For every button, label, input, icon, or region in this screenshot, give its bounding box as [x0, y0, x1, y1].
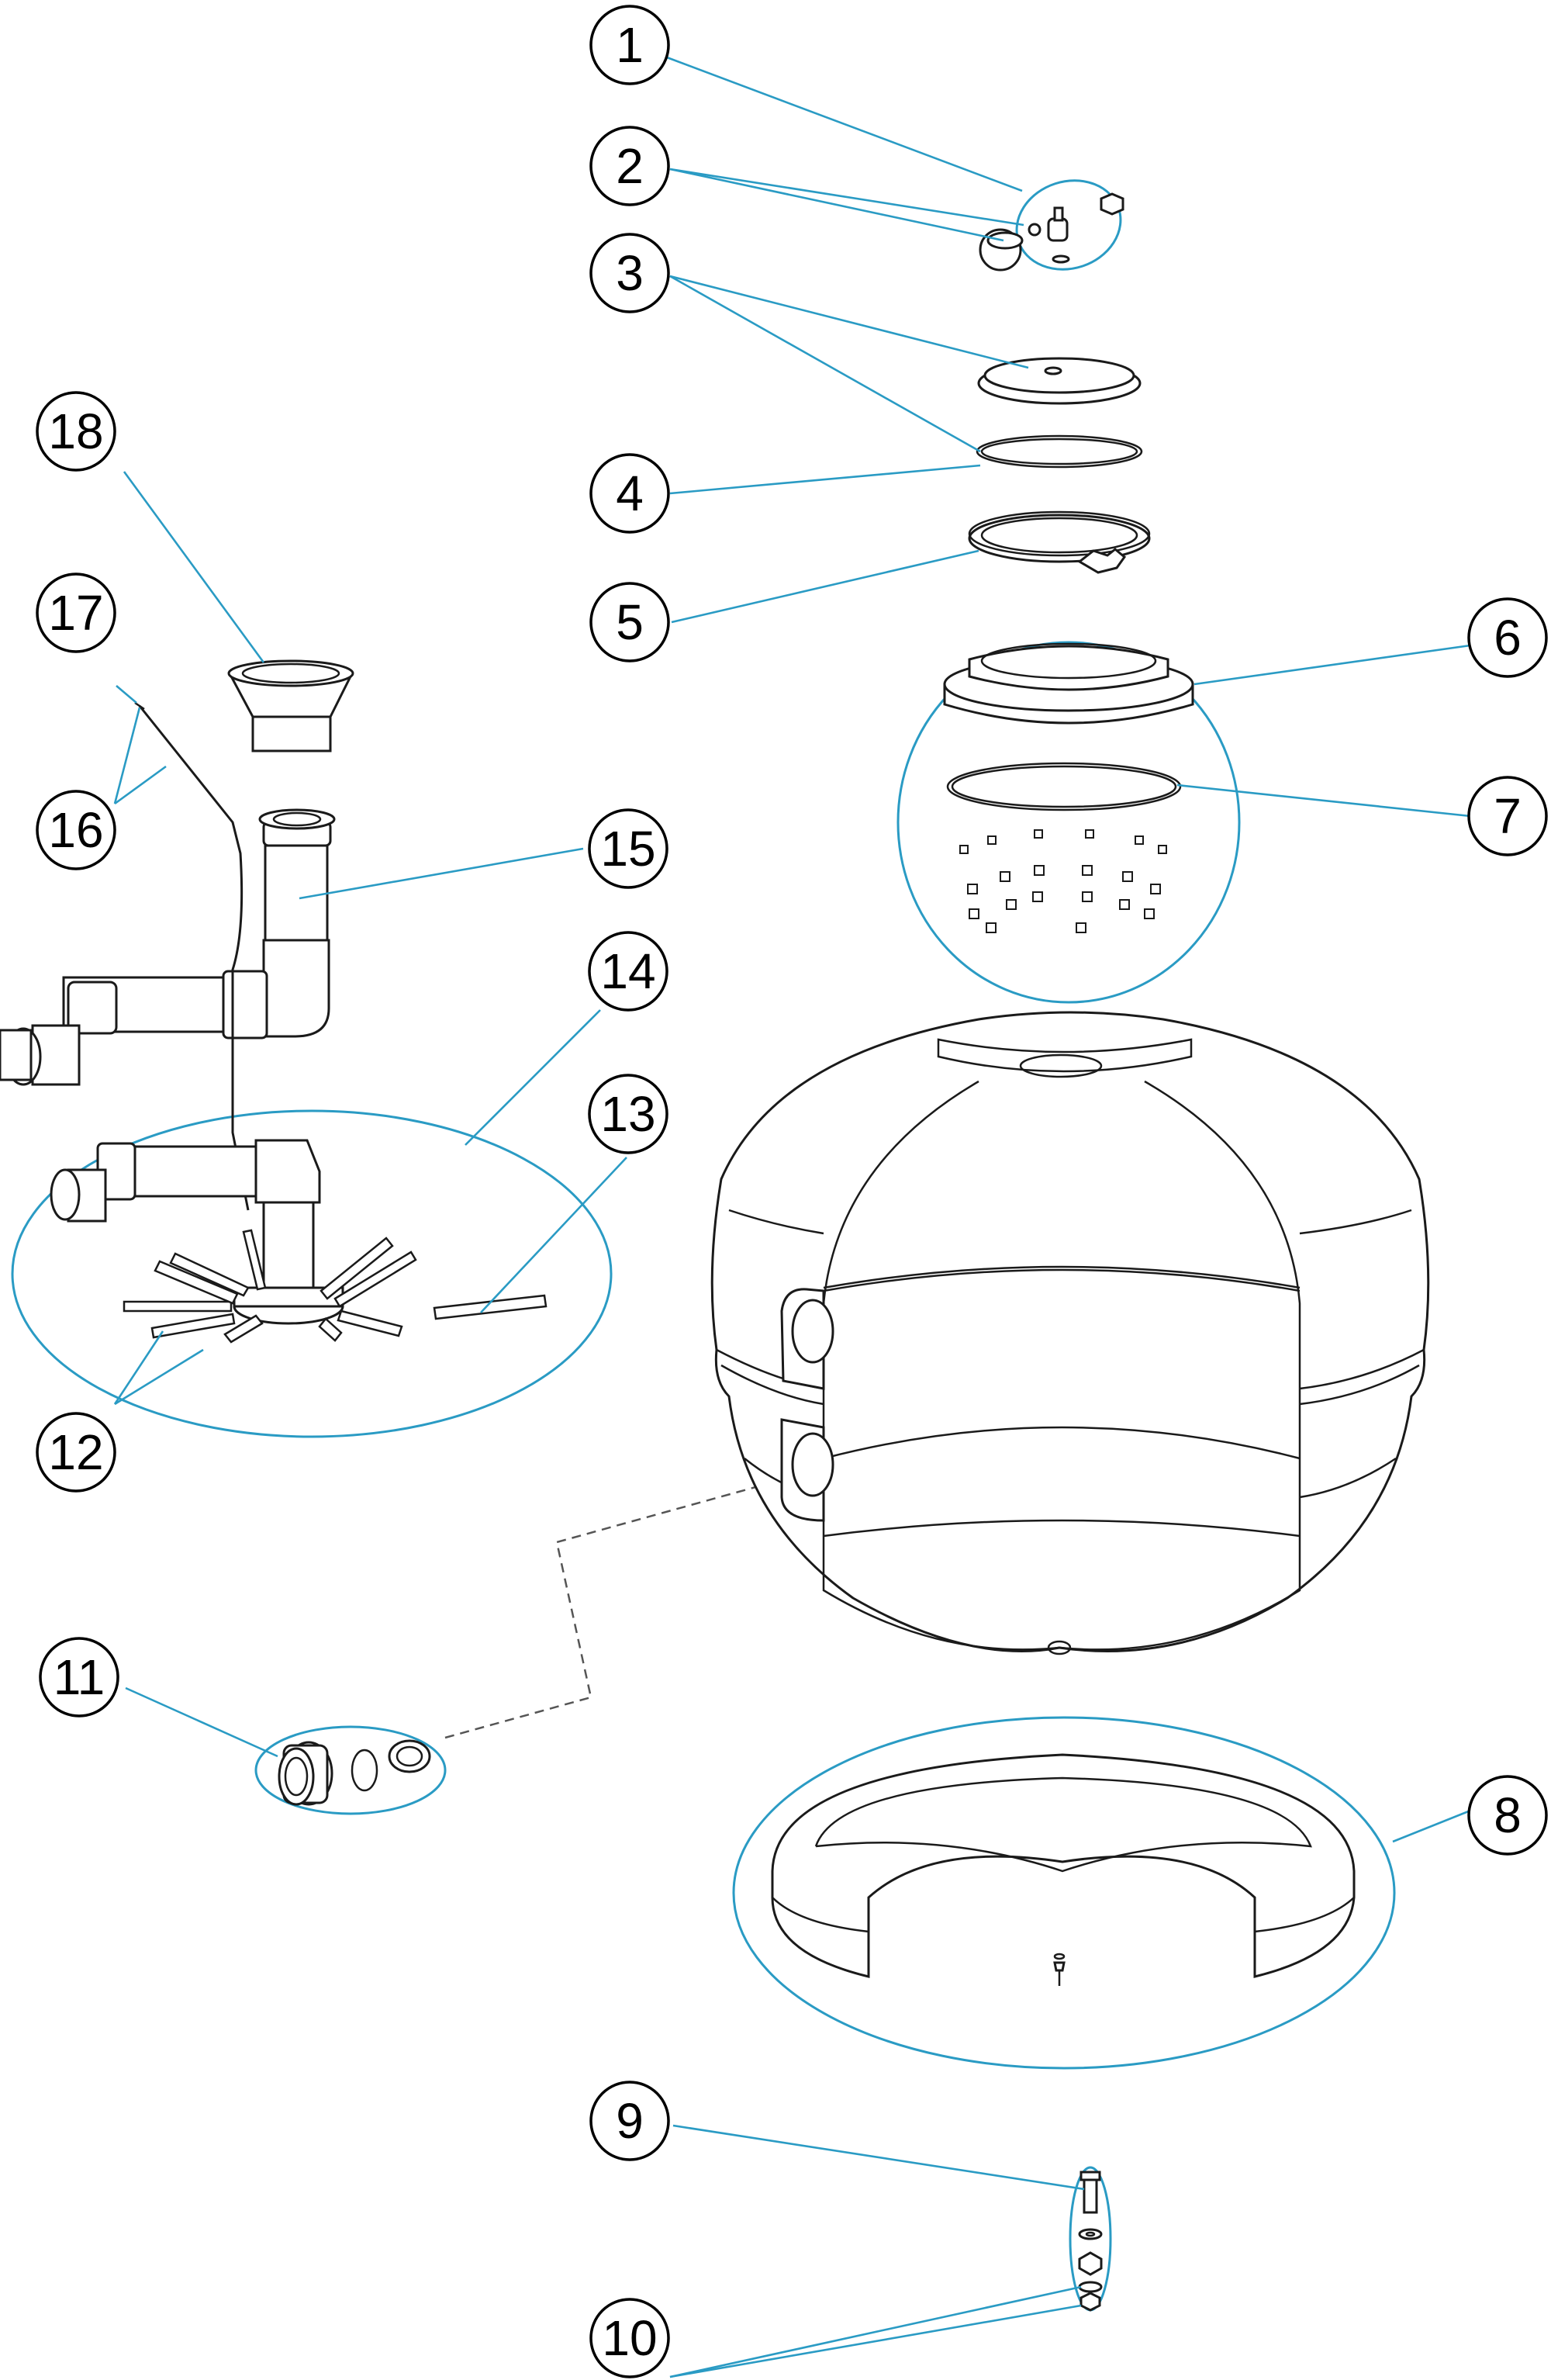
label-9: 9: [589, 2081, 670, 2161]
svg-text:2: 2: [616, 138, 644, 194]
label-12: 12: [36, 1412, 116, 1493]
svg-text:12: 12: [48, 1424, 103, 1480]
lid-o-ring: [976, 434, 1143, 469]
drain-hardware: [1078, 2171, 1103, 2312]
callout-lines: [113, 56, 1471, 2378]
label-8: 8: [1467, 1775, 1548, 1856]
lateral-hub-assembly: [50, 1139, 548, 1344]
union-link-dashed: [444, 1469, 815, 1739]
diffuser-funnel: [227, 659, 354, 752]
label-14: 14: [588, 931, 668, 1012]
lid: [977, 357, 1142, 405]
label-18: 18: [36, 391, 116, 472]
label-4: 4: [589, 453, 670, 534]
label-17: 17: [36, 573, 116, 653]
group-outline-base: [732, 1716, 1396, 2070]
svg-text:13: 13: [600, 1086, 655, 1142]
label-6: 6: [1467, 597, 1548, 678]
svg-text:15: 15: [600, 821, 655, 877]
label-13: 13: [588, 1074, 668, 1154]
label-2: 2: [589, 126, 670, 206]
label-3: 3: [589, 233, 670, 313]
laterals: [123, 1229, 548, 1344]
label-7: 7: [1467, 776, 1548, 856]
svg-text:1: 1: [616, 17, 644, 73]
label-5: 5: [589, 582, 670, 662]
label-10: 10: [589, 2298, 670, 2378]
group-outline-cover: [1015, 179, 1122, 271]
label-1: 1: [589, 5, 670, 85]
flange-o-ring: [946, 762, 1182, 811]
svg-text:16: 16: [48, 802, 103, 858]
svg-text:14: 14: [600, 943, 655, 999]
svg-text:10: 10: [602, 2310, 657, 2366]
svg-text:9: 9: [616, 2093, 644, 2149]
svg-text:3: 3: [616, 245, 644, 301]
cover-parts: [979, 192, 1124, 272]
air-tube: [138, 705, 250, 1211]
base-stand: [771, 1753, 1356, 1986]
svg-text:18: 18: [48, 403, 103, 459]
svg-text:17: 17: [48, 585, 103, 641]
bulkhead-union: [278, 1739, 431, 1806]
svg-text:7: 7: [1494, 788, 1522, 844]
svg-text:5: 5: [616, 594, 644, 650]
svg-text:11: 11: [54, 1649, 105, 1705]
label-15: 15: [588, 808, 668, 889]
label-11: 11: [39, 1637, 119, 1718]
group-outline-union: [254, 1725, 447, 1815]
group-outline-flange: [896, 641, 1241, 1004]
label-16: 16: [36, 790, 116, 870]
tank-body: [710, 1011, 1430, 1655]
neck-flange: [943, 642, 1194, 725]
group-outlines: [11, 179, 1396, 2312]
svg-text:8: 8: [1494, 1787, 1522, 1843]
svg-text:4: 4: [616, 465, 644, 521]
flange-bolts: [959, 829, 1167, 933]
svg-text:6: 6: [1494, 610, 1522, 666]
clamp-ring: [968, 510, 1151, 574]
group-outline-laterals: [11, 1109, 613, 1438]
